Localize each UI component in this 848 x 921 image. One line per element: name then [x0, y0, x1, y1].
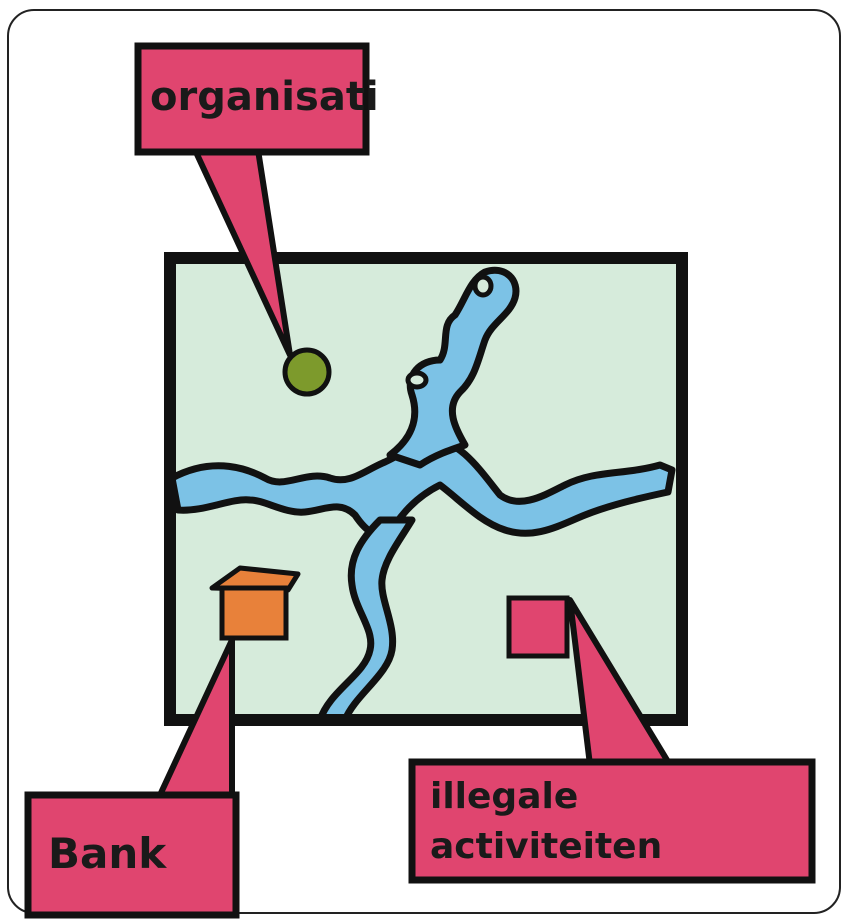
river-loop	[408, 373, 426, 387]
bank-marker	[212, 568, 298, 638]
label-organisation: organisati	[150, 74, 379, 120]
map	[170, 258, 682, 720]
illegal-marker	[509, 598, 567, 656]
organisation-marker	[285, 350, 329, 394]
label-illegal-line1: illegale	[430, 776, 578, 817]
house-icon	[222, 588, 286, 638]
river-loop-top	[475, 277, 491, 295]
label-bank: Bank	[48, 829, 167, 878]
label-illegal-line2: activiteiten	[430, 826, 662, 867]
